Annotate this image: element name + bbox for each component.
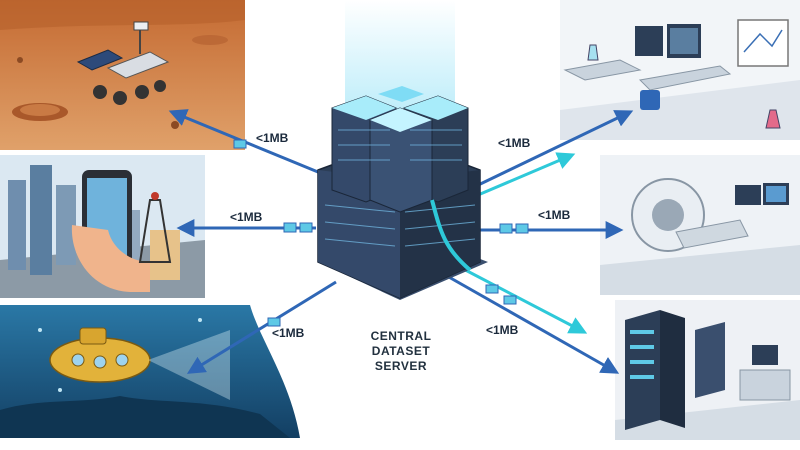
cell-tower-icon bbox=[138, 192, 172, 263]
desk-icon bbox=[739, 345, 791, 401]
city-link-label: <1MB bbox=[230, 210, 263, 224]
lab-scene bbox=[560, 0, 800, 140]
city-scene bbox=[0, 155, 205, 298]
packet-icon bbox=[233, 139, 247, 149]
mars-scene bbox=[0, 0, 245, 150]
flask-icon bbox=[587, 44, 781, 129]
ocean-scene bbox=[0, 305, 300, 438]
arrow-cyan-down bbox=[449, 260, 588, 334]
lab-desk bbox=[563, 59, 732, 110]
packet-icon bbox=[515, 223, 529, 234]
packet-icon bbox=[267, 317, 281, 327]
packet-icon bbox=[299, 222, 313, 233]
center-label-line3: SERVER bbox=[375, 359, 427, 373]
ocean-link-label: <1MB bbox=[272, 326, 305, 340]
packet-icon bbox=[283, 222, 297, 233]
mars-link-label: <1MB bbox=[256, 131, 289, 145]
monitor-icon bbox=[735, 183, 789, 205]
link-labels: <1MB <1MB <1MB <1MB <1MB <1MB bbox=[230, 131, 571, 340]
center-label: CENTRAL DATASET SERVER bbox=[371, 329, 432, 373]
hospital-scene bbox=[600, 155, 800, 295]
arrow-cyan-up bbox=[477, 152, 576, 197]
mars-rover-icon bbox=[76, 21, 170, 105]
arrow-to-datacenter bbox=[439, 270, 620, 374]
hospital-link-label: <1MB bbox=[538, 208, 571, 222]
lab-link-label: <1MB bbox=[498, 136, 531, 150]
datacenter-link-label: <1MB bbox=[486, 323, 519, 337]
mri-scanner-icon bbox=[631, 178, 749, 252]
smartphone-icon bbox=[71, 170, 150, 292]
center-label-line1: CENTRAL bbox=[371, 329, 432, 343]
central-server bbox=[317, 0, 488, 300]
packet-icon bbox=[503, 295, 517, 305]
center-label-line2: DATASET bbox=[372, 344, 431, 358]
data-packets bbox=[233, 139, 529, 327]
monitor-icon bbox=[635, 24, 701, 58]
whiteboard-icon bbox=[737, 19, 789, 67]
server-rack-icon bbox=[625, 310, 725, 430]
arrow-to-lab bbox=[471, 110, 634, 190]
packet-icon bbox=[499, 223, 513, 234]
datacenter-scene bbox=[615, 300, 800, 440]
arrow-to-ocean bbox=[186, 280, 337, 374]
packet-icon bbox=[485, 284, 499, 294]
